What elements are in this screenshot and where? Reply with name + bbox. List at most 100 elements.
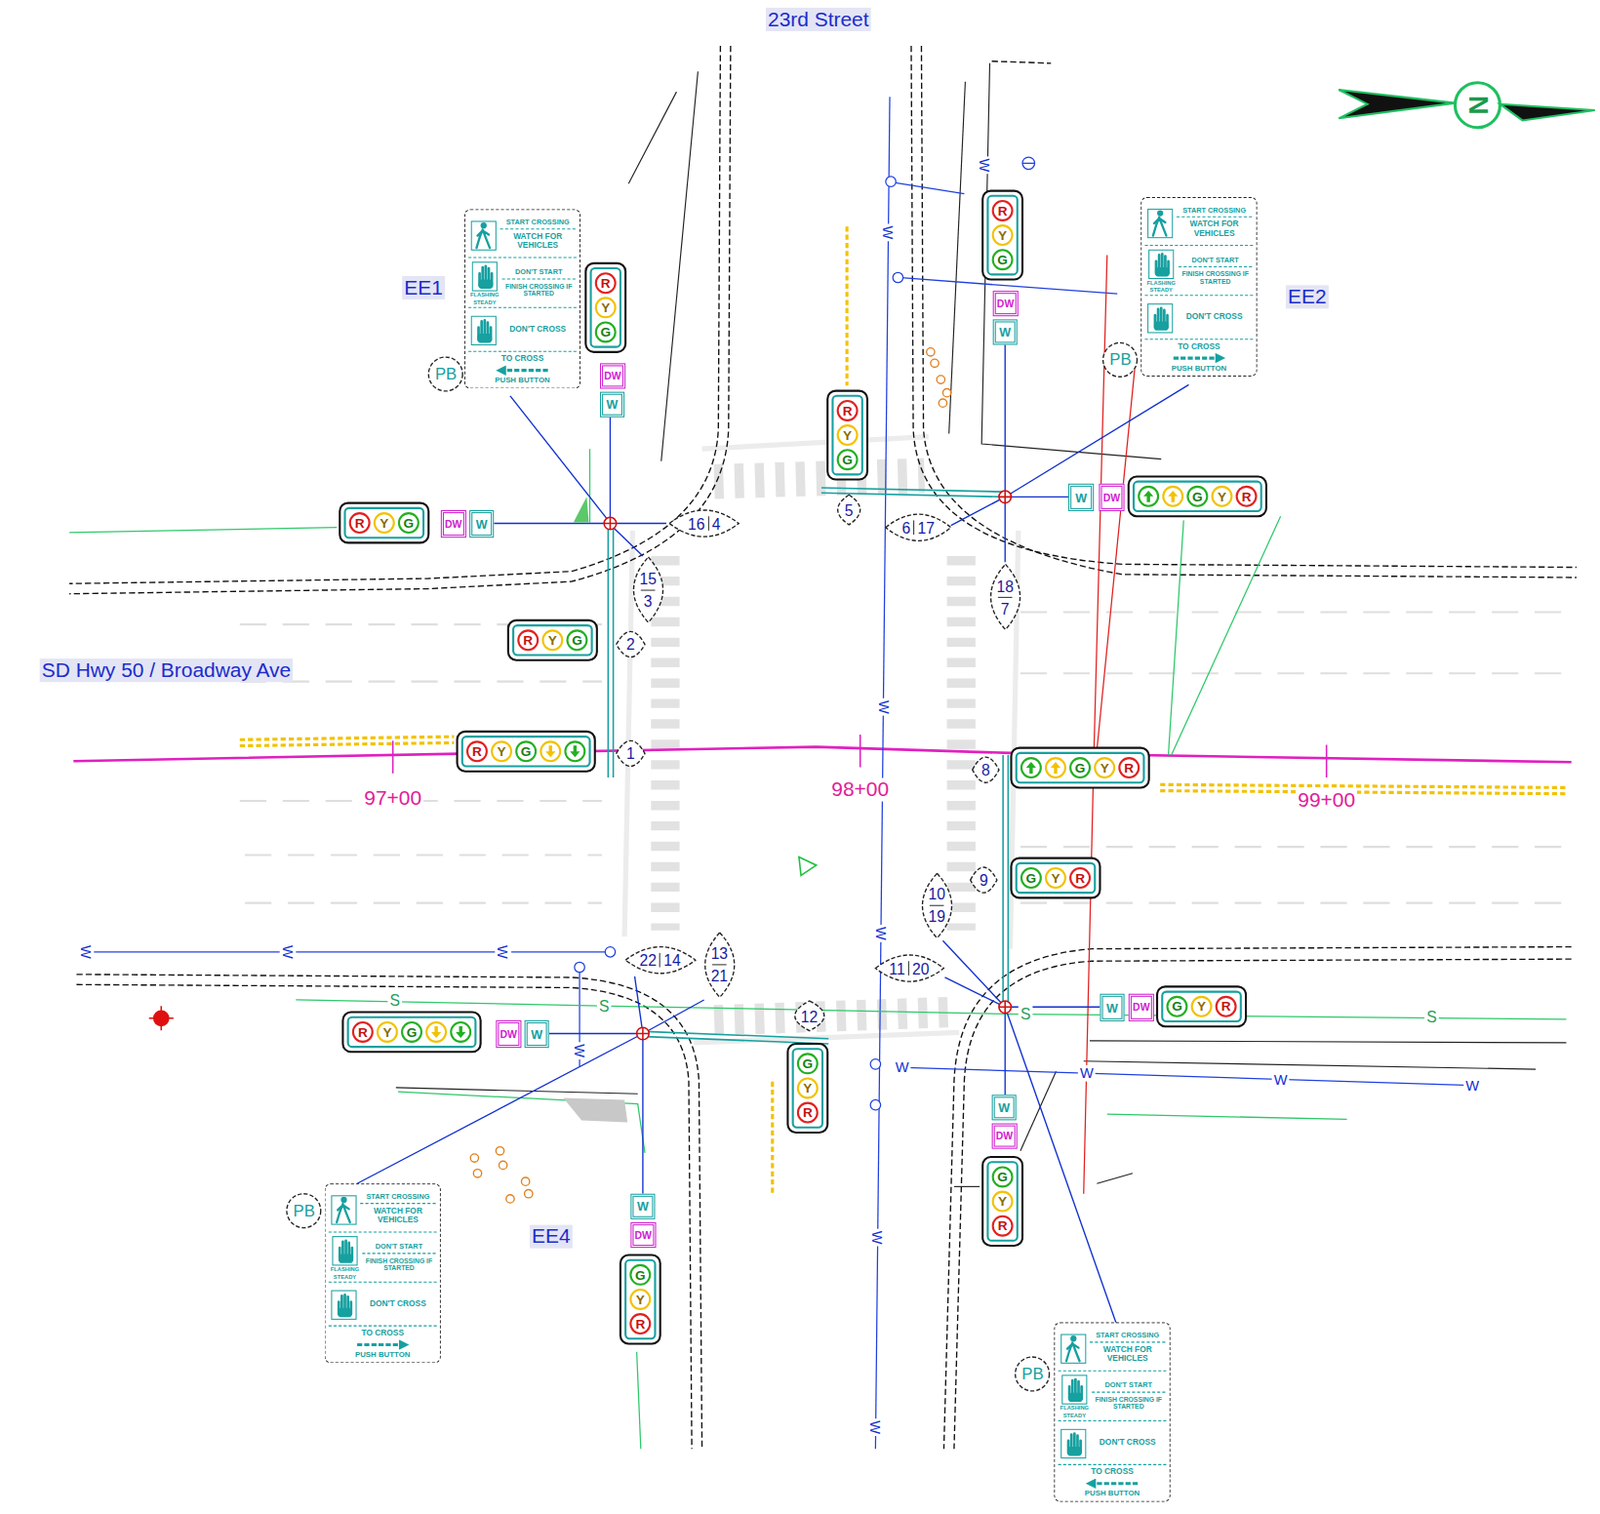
valve-symbol [870,1099,880,1110]
pedestrian-signal-text: W [998,1101,1010,1115]
sign-text: STEADY [333,1273,357,1280]
curb-line [76,974,702,1449]
signal-pole [603,517,617,530]
sign-panel: FLASHINGSTEADYDON'T STARTFINISH CROSSING… [328,1232,438,1282]
callout-divider [659,953,661,968]
sign-panel: FLASHINGSTEADYDON'T STARTFINISH CROSSING… [468,258,577,309]
valve-symbol [574,157,1036,1111]
callout-numbers: 8 [981,761,991,778]
lens-letter: R [802,1106,813,1120]
sign-text: DON'T CROSS [1089,1438,1165,1447]
callout-number: 1 [626,745,636,761]
turn-arrow [1026,761,1037,774]
walking-person-icon [1157,209,1163,216]
sign-icon-cell [1144,295,1175,339]
sign-text: START CROSSING [1176,206,1252,218]
direction-arrow [495,364,506,375]
push-button-label: PB [1021,1365,1043,1383]
curb-line [920,45,1576,578]
lens-letter: R [842,403,853,418]
push-button-label: PB [1109,352,1131,369]
walking-person-icon [1153,216,1167,236]
sewer-line [398,1091,645,1154]
sign-text-cell: DON'T CROSS [359,1282,437,1326]
signal-head-frame: GYR [624,1259,656,1341]
callout-number: 4 [712,516,721,532]
centerline [73,734,1571,778]
valve-symbol [885,176,896,187]
sign-panel: DON'T CROSS [328,1282,438,1327]
arrow-lens [449,1021,472,1043]
sign-panel: START CROSSINGWATCH FOR VEHICLES [328,1186,438,1233]
sign-text: TO CROSS [468,355,577,364]
callout-numbers: 187 [996,578,1013,617]
signal-head-frame: GYR [1015,862,1097,894]
sign-text-cell: DON'T CROSS [498,308,576,352]
signal-head-frame: GYR [1132,480,1263,513]
direction-arrow [1083,1478,1142,1488]
sign-icon-cell: FLASHINGSTEADY [1144,245,1177,295]
sign-text-cell: DON'T CROSS [1175,295,1253,339]
shrub [495,1147,504,1156]
hand-icon [338,1254,354,1264]
direction-arrow [493,364,552,375]
turn-arrow [569,745,580,758]
turn-arrow [453,1025,468,1040]
shrub [473,1169,481,1178]
walking-person-icon [336,1203,351,1223]
lens-letter: Y [802,1081,812,1096]
signal-head-frame: GYR [1160,991,1242,1023]
callout-number: 7 [1000,600,1010,617]
pedestrian-signal: DW [1098,483,1124,512]
sign-text: TO CROSS [1144,342,1253,352]
sign-panel: DON'T CROSS [468,308,577,353]
turn-arrow [1050,761,1061,774]
lens-letter: Y [497,745,507,760]
water-line-tag: W [893,1059,912,1077]
crosswalk-edge [702,437,929,450]
callout-numbers: 617 [902,520,936,536]
shrub [524,1190,533,1199]
signal-lens: G [992,1165,1014,1188]
yellow-lane-line [845,226,849,386]
pedestrian-signal-text: W [999,325,1011,339]
pedestrian-signal-text: DW [996,1130,1013,1141]
sign-icon-cell [468,308,499,352]
signal-wire [945,977,1006,1007]
callout-bubble: 617 [884,513,953,542]
signal-head: RYG [341,1010,481,1053]
callout-numbers: 2214 [640,952,681,968]
pedestrian-signal: W [600,392,625,418]
edge-line [1096,1173,1133,1184]
north-arrow [1338,82,1596,128]
hand-icon [337,1307,353,1317]
hand-icon [1068,1393,1083,1402]
arrow-lens [1137,485,1160,508]
callout-bubble: 153 [632,556,664,624]
pedestrian-signal: W [630,1194,655,1220]
turn-arrow [1167,490,1178,503]
callout-number: 17 [918,520,935,536]
sign-icon-cell [1058,1325,1089,1371]
signal-head: GYR [1009,747,1150,790]
push-button-label: PB [435,365,457,383]
pedestrian-signal-text: DW [1132,1002,1150,1013]
callout-numbers: 5 [844,502,854,519]
signal-lens: R [629,1313,651,1335]
lens-letter: Y [1100,760,1110,775]
lens-letter: Y [548,634,558,648]
misc-symbol [573,496,590,522]
lens-letter: G [635,1268,646,1282]
sewer-line [1168,520,1185,756]
callout-number: 5 [844,502,854,519]
signal-wire [635,976,643,1035]
sign-text: FINISH CROSSING IF STARTED [1091,1395,1165,1410]
water-line [80,96,1480,1449]
mast-arm [607,487,1008,1044]
callout-number: 15 [639,570,656,587]
pedestrian-signal-text: DW [635,1230,652,1240]
hand-icon [470,315,497,346]
street-name: 23rd Street [765,7,872,32]
callout-number: 8 [981,761,991,778]
